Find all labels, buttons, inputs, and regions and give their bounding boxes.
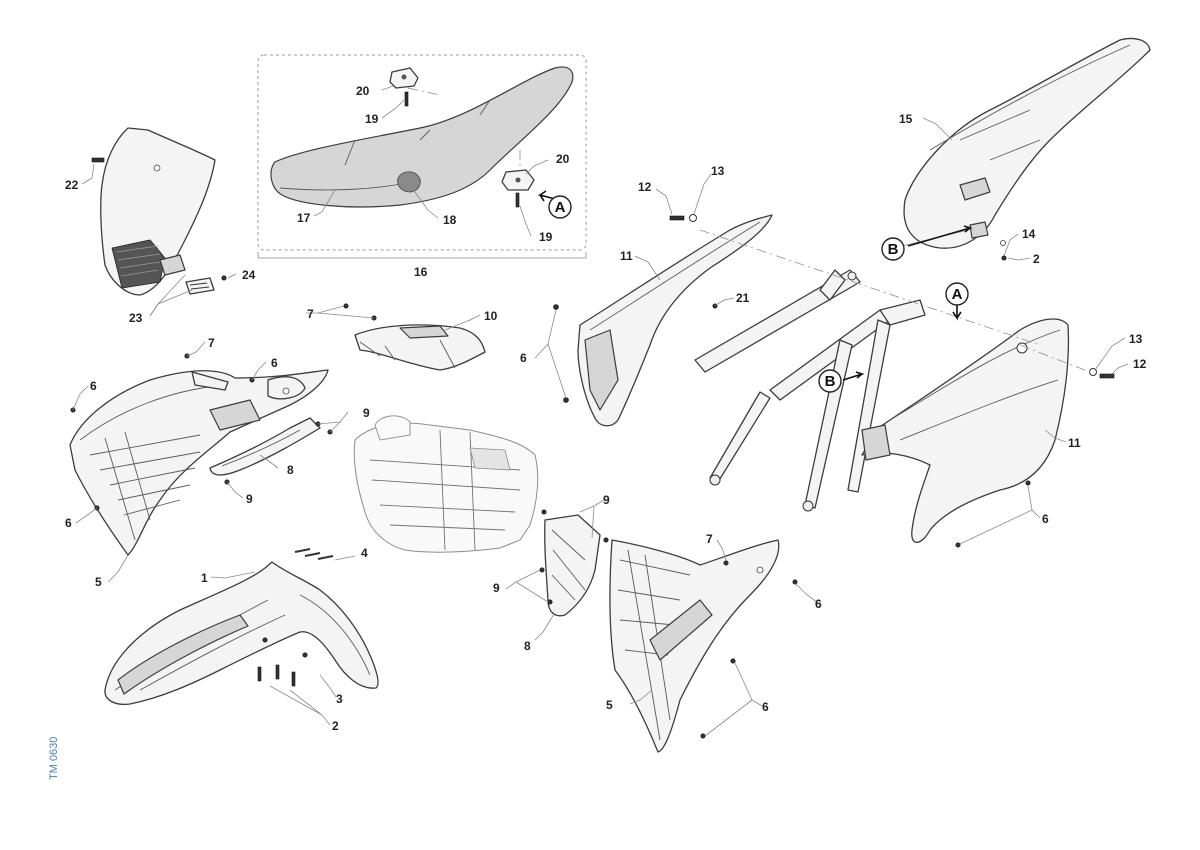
callout-7-airbox: 7 <box>307 307 314 321</box>
callout-5-right: 5 <box>606 698 613 712</box>
callout-8-center: 8 <box>524 639 531 653</box>
callout-3: 3 <box>336 692 343 706</box>
callout-6-panel-right: 6 <box>1042 512 1049 526</box>
callout-15: 15 <box>899 112 913 126</box>
callout-12-right: 12 <box>1133 357 1147 371</box>
callout-20-front: 20 <box>356 84 370 98</box>
callout-4: 4 <box>361 546 368 560</box>
callout-23: 23 <box>129 311 143 325</box>
callout-6-right-top: 6 <box>815 597 822 611</box>
side-panel-right <box>861 318 1115 548</box>
ref-b-frame: B <box>818 369 842 393</box>
callout-8-left: 8 <box>287 463 294 477</box>
callout-5-left: 5 <box>95 575 102 589</box>
callout-6-left-lower: 6 <box>65 516 72 530</box>
seat-axis-front <box>407 87 441 96</box>
rear-fender <box>903 37 1151 261</box>
radiator-shroud-left <box>69 369 329 556</box>
callout-19-front: 19 <box>365 112 379 126</box>
svg-text:A: A <box>952 286 963 303</box>
airbox-cover <box>343 303 486 371</box>
callout-2-rear: 2 <box>1033 252 1040 266</box>
fuel-tank <box>353 415 539 553</box>
radiator-shroud-right <box>609 539 798 753</box>
callout-2-front: 2 <box>332 719 339 733</box>
arrow-a-frame <box>952 303 962 321</box>
callout-12-left: 12 <box>638 180 652 194</box>
arrow-b-frame <box>842 371 865 381</box>
ref-b-fender: B <box>881 237 905 261</box>
callout-6-left-upper: 6 <box>90 379 97 393</box>
document-code: TM 0630 <box>48 736 60 780</box>
callout-7-right: 7 <box>706 532 713 546</box>
ref-a-seat: A <box>548 195 572 219</box>
callout-9-left-upper: 9 <box>363 406 370 420</box>
seat-assembly-box <box>257 54 587 259</box>
callout-21: 21 <box>736 291 750 305</box>
callout-14: 14 <box>1022 227 1036 241</box>
callout-7-left: 7 <box>208 336 215 350</box>
callout-6-left-top: 6 <box>271 356 278 370</box>
callout-20-rear: 20 <box>556 152 570 166</box>
callout-9-center-lower: 9 <box>493 581 500 595</box>
callout-6-right-lower: 6 <box>762 700 769 714</box>
front-number-plate <box>91 127 216 296</box>
side-panel-left <box>553 214 773 427</box>
ref-a-frame: A <box>945 282 969 306</box>
callout-labels: 20 19 20 19 17 18 16 22 24 23 7 10 7 6 6… <box>65 84 1147 733</box>
seat-badge-18 <box>397 171 421 193</box>
axis-line-right-screw <box>1019 344 1091 373</box>
seat <box>270 66 574 208</box>
number-plate-clip <box>185 275 227 295</box>
svg-text:A: A <box>555 199 566 216</box>
callout-13-right: 13 <box>1129 332 1143 346</box>
callout-11-right: 11 <box>1068 436 1081 450</box>
svg-text:B: B <box>825 373 836 390</box>
callout-19-rear: 19 <box>539 230 553 244</box>
callout-24: 24 <box>242 268 256 282</box>
subframe <box>694 269 926 512</box>
callout-6-panel-left: 6 <box>520 351 527 365</box>
seat-bracket-rear <box>501 169 535 208</box>
seat-bracket-front <box>389 67 419 107</box>
callout-10: 10 <box>484 309 498 323</box>
arrow-b-fender <box>907 225 973 247</box>
front-fender <box>104 548 379 706</box>
spoiler-center <box>539 509 609 617</box>
svg-text:B: B <box>888 241 899 258</box>
callout-9-left-lower: 9 <box>246 492 253 506</box>
callout-17: 17 <box>297 211 311 225</box>
callout-16: 16 <box>414 265 428 279</box>
callout-22: 22 <box>65 178 79 192</box>
callout-18: 18 <box>443 213 457 227</box>
callout-1: 1 <box>201 571 208 585</box>
callout-9-center-upper: 9 <box>603 493 610 507</box>
callout-11-left: 11 <box>620 249 633 263</box>
callout-13-left: 13 <box>711 164 725 178</box>
